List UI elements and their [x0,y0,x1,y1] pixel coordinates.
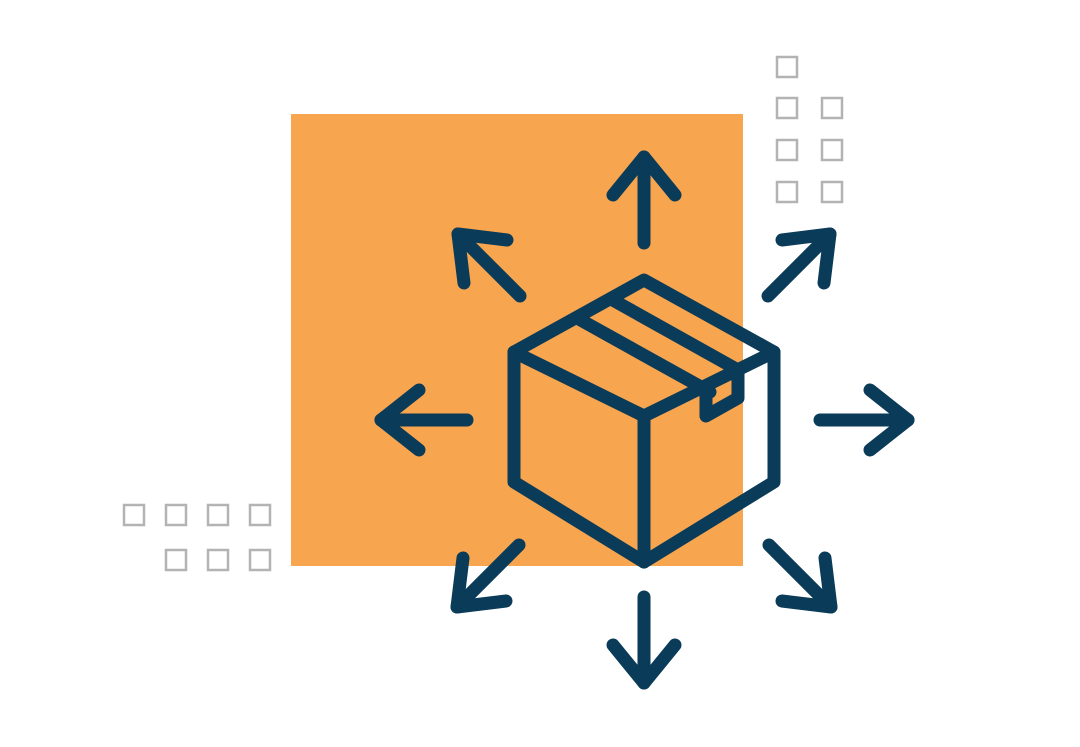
grid-square [248,503,272,527]
grid-square [248,548,272,572]
arrow-up-icon [606,150,682,250]
arrow-down-left-icon [450,538,526,614]
dot-grid-bottom-left [122,503,272,572]
line-art [374,150,915,690]
arrow-down-right-icon [762,538,838,614]
arrow-right-icon [813,383,915,457]
grid-square [122,503,146,527]
grid-square [775,55,799,79]
grid-square [820,96,844,120]
arrow-up-right-icon [761,227,837,303]
grid-square [820,180,844,204]
grid-square [775,96,799,120]
arrow-left-icon [374,383,474,457]
dot-grid-top-right [775,55,844,204]
grid-square [206,548,230,572]
grid-square [164,503,188,527]
grid-square [775,138,799,162]
arrow-up-left-icon [451,227,527,303]
grid-square [206,503,230,527]
arrow-down-icon [606,590,682,690]
grid-square [820,138,844,162]
package-box-icon [507,273,781,569]
grid-square [775,180,799,204]
grid-square [164,548,188,572]
